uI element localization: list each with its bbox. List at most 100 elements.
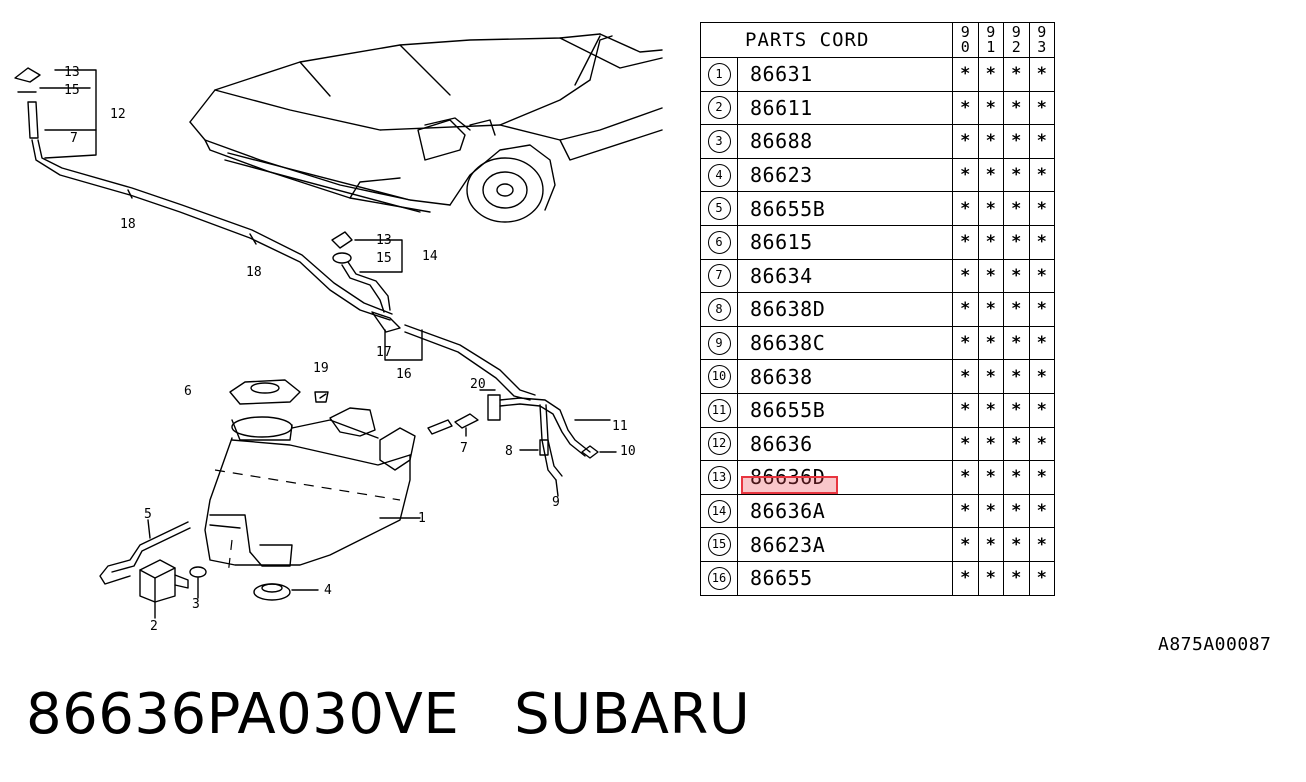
hose-assembly-upper <box>14 67 393 321</box>
callout-label: 12 <box>110 107 126 122</box>
row-number-cell: 15 <box>700 527 738 562</box>
part-title: 86636PA030VE SUBARU <box>26 682 750 747</box>
year-availability-mark: * <box>952 124 979 159</box>
row-number-cell: 1 <box>700 57 738 92</box>
callout-label: 3 <box>192 597 200 612</box>
year-availability-mark: * <box>977 493 1004 529</box>
year-availability-mark: * <box>977 527 1004 562</box>
year-availability-mark: * <box>952 392 979 428</box>
callout-label: 16 <box>396 367 412 382</box>
callout-label: 8 <box>505 444 513 459</box>
year-availability-mark: * <box>952 258 979 294</box>
catalog-reference: A875A00087 <box>1158 634 1272 655</box>
part-code-cell: 86655B <box>737 392 953 428</box>
year-availability-mark: * <box>952 224 979 260</box>
year-availability-mark: * <box>1028 258 1055 294</box>
row-number-cell: 9 <box>700 325 738 361</box>
row-number-badge: 16 <box>707 566 731 590</box>
year-availability-mark: * <box>952 191 979 226</box>
row-number-badge: 11 <box>707 398 731 422</box>
part-code-cell: 86615 <box>737 224 953 260</box>
row-number-cell: 12 <box>700 426 738 462</box>
part-code-cell: 86623 <box>737 157 953 193</box>
part-code-cell: 86655B <box>737 191 953 226</box>
year-availability-mark: * <box>977 157 1004 193</box>
callout-label: 10 <box>620 444 636 459</box>
year-availability-mark: * <box>1003 426 1030 462</box>
year-availability-mark: * <box>1028 224 1055 260</box>
part-code-cell: 86611 <box>737 90 953 126</box>
car-illustration <box>189 33 663 223</box>
washer-tank-illustration <box>204 379 421 601</box>
parts-cord-header: PARTS CORD <box>700 22 953 58</box>
year-availability-mark: * <box>1003 292 1030 327</box>
row-number-cell: 3 <box>700 124 738 159</box>
row-number-cell: 16 <box>700 560 738 596</box>
row-number-cell: 14 <box>700 493 738 529</box>
callout-label: 7 <box>460 441 468 456</box>
part-code-cell: 86638 <box>737 359 953 394</box>
callout-label: 4 <box>324 583 332 598</box>
nozzle-assembly-middle <box>331 231 536 401</box>
year-availability-mark: * <box>952 560 979 596</box>
year-availability-mark: * <box>952 292 979 327</box>
callout-labels: 13 15 12 7 18 18 13 15 14 17 16 19 6 20 … <box>64 65 636 634</box>
year-availability-mark: * <box>1028 359 1055 394</box>
year-availability-mark: * <box>1003 191 1030 226</box>
year-availability-mark: * <box>952 493 979 529</box>
row-number-cell: 8 <box>700 292 738 327</box>
row-number-badge: 8 <box>707 297 731 321</box>
callout-label: 1 <box>418 511 426 526</box>
year-availability-mark: * <box>952 527 979 562</box>
year-availability-mark: * <box>1028 493 1055 529</box>
part-code-cell: 86623A <box>737 527 953 562</box>
year-availability-mark: * <box>1003 460 1030 495</box>
callout-label: 19 <box>313 361 329 376</box>
callout-label: 13 <box>376 233 392 248</box>
callout-label: 6 <box>184 384 192 399</box>
year-availability-mark: * <box>1003 157 1030 193</box>
year-availability-mark: * <box>1028 157 1055 193</box>
callout-label: 15 <box>376 251 392 266</box>
row-number-cell: 7 <box>700 258 738 294</box>
row-number-badge: 2 <box>707 96 731 120</box>
year-availability-mark: * <box>977 392 1004 428</box>
parts-diagram: 13 15 12 7 18 18 13 15 14 17 16 19 6 20 … <box>14 33 663 634</box>
callout-label: 13 <box>64 65 80 80</box>
year-availability-mark: * <box>1028 426 1055 462</box>
year-availability-mark: * <box>1028 392 1055 428</box>
callout-label: 15 <box>64 83 80 98</box>
row-number-cell: 10 <box>700 359 738 394</box>
callout-label: 20 <box>470 377 486 392</box>
year-availability-mark: * <box>1003 90 1030 126</box>
year-availability-mark: * <box>1003 560 1030 596</box>
row-number-badge: 6 <box>707 230 731 254</box>
year-availability-mark: * <box>1003 224 1030 260</box>
year-availability-mark: * <box>977 191 1004 226</box>
row-number-cell: 4 <box>700 157 738 193</box>
year-availability-mark: * <box>1028 325 1055 361</box>
row-number-cell: 13 <box>700 460 738 495</box>
year-availability-mark: * <box>952 325 979 361</box>
row-number-badge: 15 <box>707 533 731 557</box>
brand-name: SUBARU <box>514 682 751 747</box>
part-code-cell: 86655 <box>737 560 953 596</box>
year-availability-mark: * <box>952 426 979 462</box>
year-availability-mark: * <box>1028 460 1055 495</box>
year-availability-mark: * <box>952 460 979 495</box>
row-number-cell: 5 <box>700 191 738 226</box>
row-number-badge: 1 <box>707 62 731 86</box>
highlight-box <box>741 476 838 494</box>
year-availability-mark: * <box>1028 57 1055 92</box>
year-availability-mark: * <box>952 90 979 126</box>
